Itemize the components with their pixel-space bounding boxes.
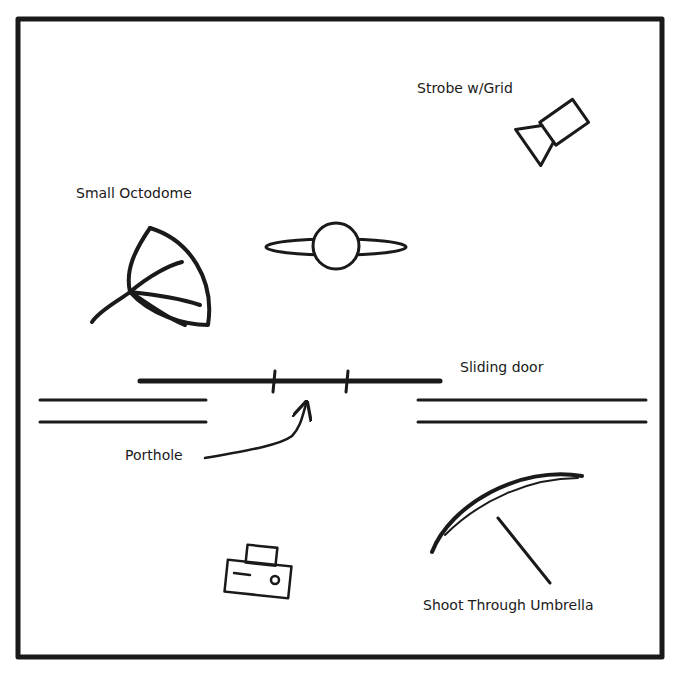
light-label: Small Octodome	[74, 184, 194, 202]
octodome-symbol	[92, 228, 209, 325]
subject-symbol	[266, 223, 406, 269]
leader-line	[205, 404, 306, 458]
strobe-symbol	[516, 93, 594, 166]
umbrella-symbol	[432, 474, 582, 583]
door-label: Sliding door	[458, 358, 545, 376]
callout-label: Porthole	[123, 446, 185, 464]
light-label: Strobe w/Grid	[415, 79, 515, 97]
light-label: Shoot Through Umbrella	[421, 596, 596, 614]
sliding-door	[140, 371, 440, 392]
wall	[40, 400, 646, 422]
frame	[18, 19, 662, 657]
camera-symbol	[225, 545, 292, 599]
